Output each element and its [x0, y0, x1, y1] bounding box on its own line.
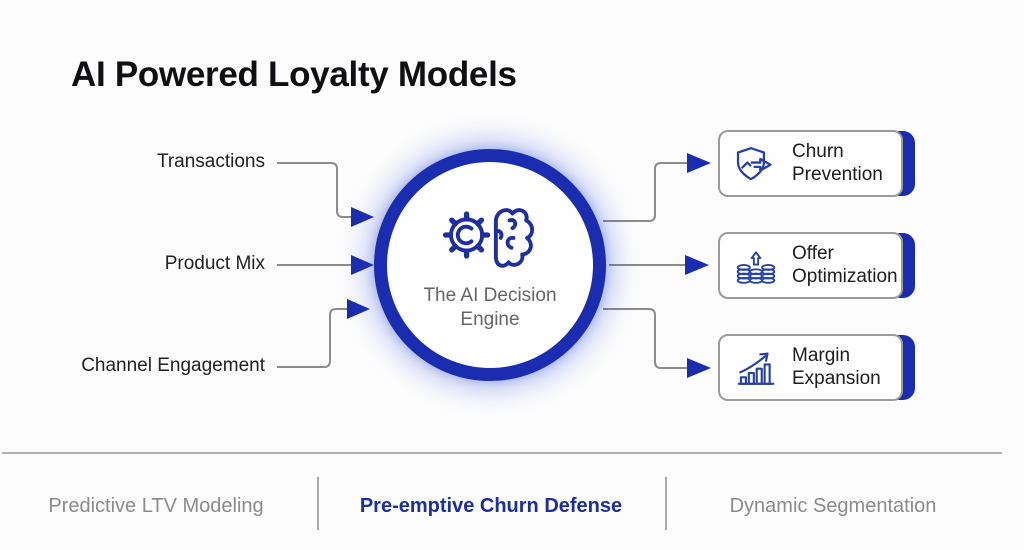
input-label-product-mix: Product Mix — [164, 253, 265, 274]
engine-label: The AI Decision Engine — [423, 285, 557, 330]
coins-up-icon — [736, 250, 776, 284]
output-label: Margin Expansion — [792, 345, 881, 389]
output-box-churn-prevention: Churn Prevention — [718, 130, 915, 197]
arrow-transactions-icon — [351, 207, 374, 227]
shield-arrow-icon — [736, 146, 772, 180]
tab-separator — [665, 477, 667, 530]
tab-pre-emptive-churn-defense[interactable]: Pre-emptive Churn Defense — [359, 495, 623, 517]
input-label-channel-engagement: Channel Engagement — [81, 355, 265, 376]
arrow-churn-prevention-icon — [687, 153, 711, 173]
arrow-margin-expansion-icon — [687, 358, 711, 378]
divider — [2, 452, 1002, 454]
connector-churn-prevention — [603, 162, 687, 222]
tab-separator — [317, 477, 319, 530]
output-label: Offer Optimization — [792, 243, 898, 287]
input-label-transactions: Transactions — [156, 151, 265, 172]
tab-predictive-ltv-modeling[interactable]: Predictive LTV Modeling — [48, 495, 264, 517]
connector-margin-expansion — [603, 308, 687, 369]
output-label: Churn Prevention — [792, 141, 883, 185]
arrow-product-mix-icon — [351, 255, 374, 275]
connector-transactions — [277, 162, 351, 218]
ai-decision-engine-node: The AI Decision Engine — [374, 149, 606, 381]
output-box-margin-expansion: Margin Expansion — [718, 334, 915, 401]
output-box-offer-optimization: Offer Optimization — [718, 232, 915, 299]
arrow-channel-engagement-icon — [347, 299, 370, 319]
connector-channel-engagement — [277, 308, 347, 368]
arrow-offer-optimization-icon — [685, 255, 709, 275]
tab-dynamic-segmentation[interactable]: Dynamic Segmentation — [729, 495, 937, 517]
chart-up-icon — [737, 352, 775, 385]
gear-brain-icon — [442, 208, 535, 268]
page-title: AI Powered Loyalty Models — [71, 55, 517, 94]
